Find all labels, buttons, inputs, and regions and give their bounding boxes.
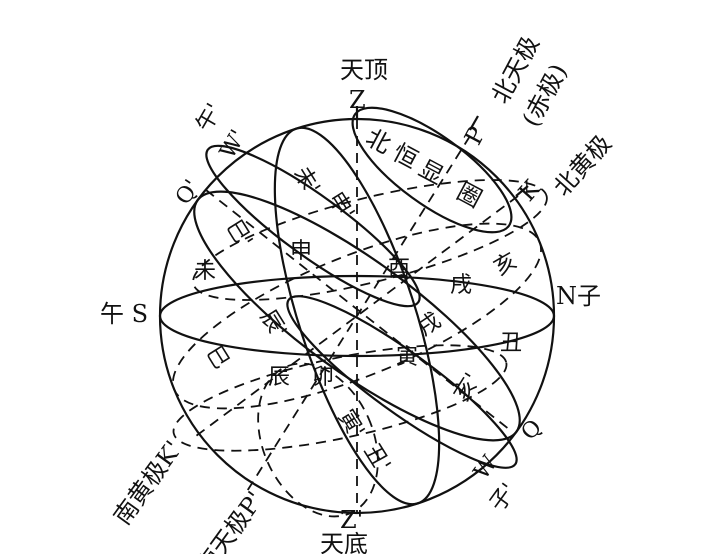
w-letter: W [469,451,503,484]
south-point-label: 午 S [100,300,148,328]
nadir-letter: Z' [340,506,363,534]
circumpolar-char-4: 圈 [452,177,486,213]
label-hai-prime: 亥' [449,369,485,406]
zenith-name: 天顶 [340,56,388,84]
k-name: 北黄极 [548,129,617,201]
circumpolar-char-3: 显 [414,154,448,190]
label-xu-prime: 戌 [414,308,446,341]
label-you: 酉 [388,257,410,282]
label-chou: 丑 [500,331,522,356]
north-pole-letter: P [459,122,491,149]
dashed-diurnal-lower [172,344,508,452]
ecliptic-circle [172,222,542,410]
label-yin-prime: 寅' [333,406,369,443]
label-mao: 卯 [312,365,334,390]
nadir-name: 天底 [320,530,368,554]
q-axis [205,189,511,431]
polar-axis [243,135,471,497]
north-point-label: N子 [556,282,601,310]
label-chen-prime: 辰' [255,306,291,343]
zenith-letter: Z [349,86,366,114]
label-hai: 亥 [490,248,522,281]
q-label: Q [517,415,548,445]
dashed-nadir-circle [257,362,379,518]
label-wei: 未 [194,259,216,284]
circumpolar-char-2: 恒 [388,138,422,174]
hour-circle-w [273,126,441,506]
q-prime-label: Q' [171,175,205,209]
diurnal-circle-upper [205,144,421,308]
label-yin: 寅 [396,345,418,370]
north-circumpolar-circle [351,106,513,234]
label-chen: 辰 [268,365,290,390]
south-ecliptic-pole: 南黄极K' [108,436,187,531]
w-branch: 子' [485,479,522,516]
label-shen: 申 [290,239,312,264]
south-pole: 南天极P' [191,486,269,554]
label-chou-prime: 丑' [359,440,395,477]
diurnal-circle-lower [286,295,518,469]
w-prime-letter: W' [215,126,251,163]
label-xu: 戌 [450,273,472,298]
label-si-prime: 巳' [221,216,257,253]
north-pole-tick [469,115,479,131]
k-tick [515,185,529,197]
w-prime-branch: 午' [192,99,228,136]
